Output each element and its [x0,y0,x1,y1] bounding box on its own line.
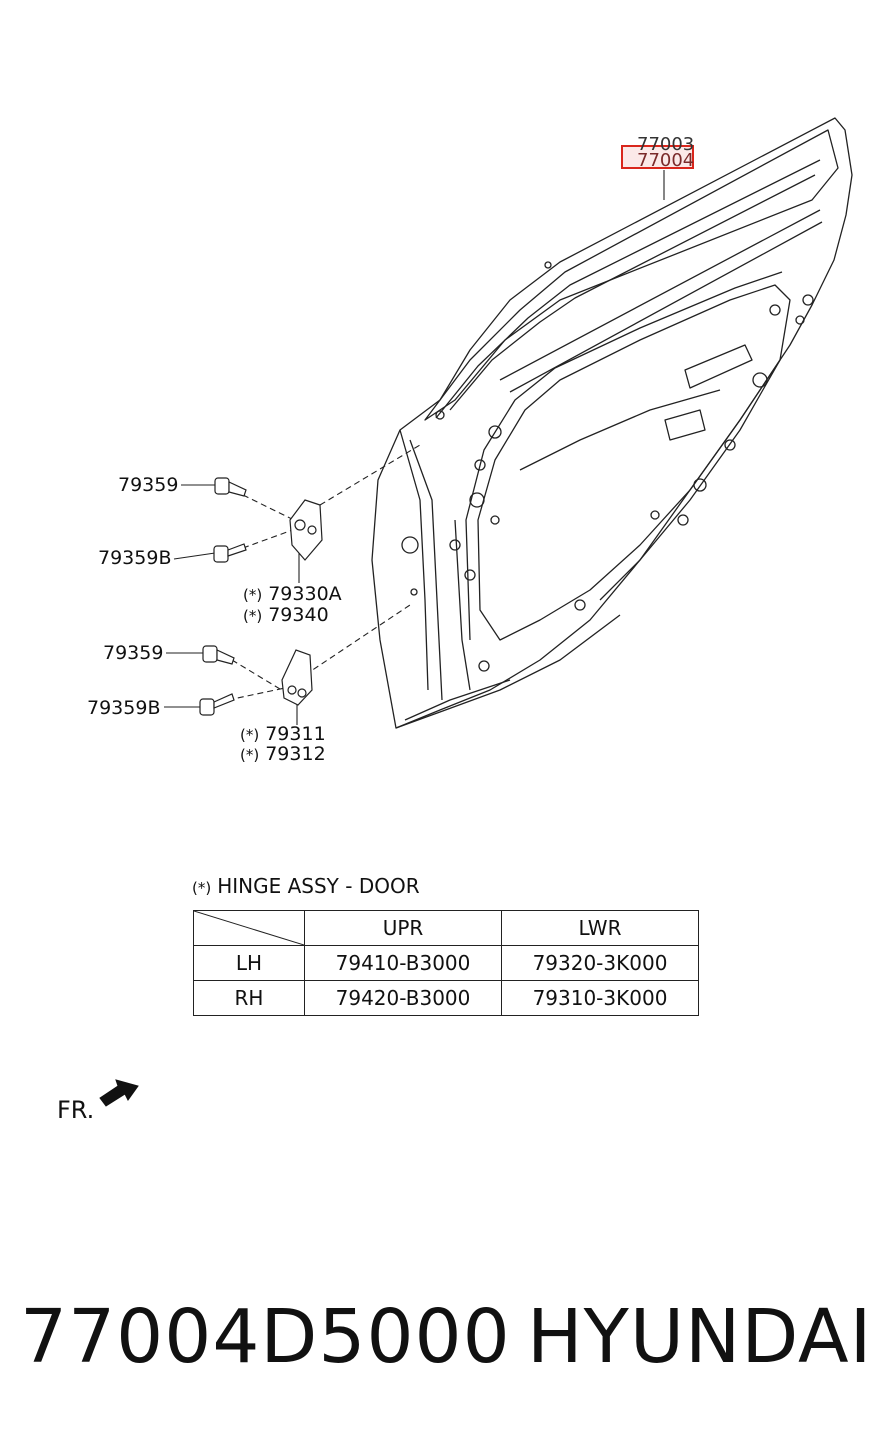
bolts [199,477,247,716]
callout-77004: 77004 [637,150,695,171]
brand-name: HYUNDAI [527,1294,873,1380]
star-mark: (*) [240,746,260,764]
bolt-upper-1 [214,477,247,497]
callout-hinge-lower-1: (*)79311 [240,723,326,745]
table-header-row: UPR LWR [193,910,699,946]
bolt-upper-2 [213,543,247,563]
inner-panel-opening [477,284,791,641]
callout-bolt-upper-2: 79359B [98,547,172,569]
bolt-lower-2 [199,693,235,716]
callout-bolt-upper-1: 79359 [118,474,179,496]
table-cell: 79410-B3000 [304,945,502,981]
upper-hinge [289,499,323,561]
table-header-upr: UPR [304,910,502,946]
table-cell: LH [193,945,305,981]
table-row: RH 79420-B3000 79310-3K000 [193,980,699,1016]
callout-hinge-upper-2: (*)79340 [243,604,329,626]
callout-77003: 77003 [637,134,695,155]
table-row: LH 79410-B3000 79320-3K000 [193,945,699,981]
door-outer-outline [371,117,853,729]
table-corner-cell [193,910,305,946]
highlight-box [621,145,694,169]
bolt-lower-1 [202,645,235,665]
star-mark: (*) [240,726,260,744]
lower-hinge [281,649,313,706]
star-mark: (*) [243,607,263,625]
callout-hinge-lower-2: (*)79312 [240,743,326,765]
table-cell: 79420-B3000 [304,980,502,1016]
front-arrow-icon [99,1079,139,1107]
part-number: 77004D5000 [20,1294,511,1380]
star-mark: (*) [192,879,212,897]
legend-title: (*)HINGE ASSY - DOOR [192,874,420,898]
table-cell: 79320-3K000 [501,945,699,981]
table-header-lwr: LWR [501,910,699,946]
callout-bolt-lower-1: 79359 [103,642,164,664]
table-cell: 79310-3K000 [501,980,699,1016]
hinge-table: UPR LWR LH 79410-B3000 79320-3K000 RH 79… [193,910,699,1016]
table-cell: RH [193,980,305,1016]
callout-hinge-upper-1: (*)79330A [243,583,342,605]
star-mark: (*) [243,586,263,604]
window-frame [424,129,839,421]
callout-bolt-lower-2: 79359B [87,697,161,719]
front-direction-label: FR. [57,1096,95,1124]
